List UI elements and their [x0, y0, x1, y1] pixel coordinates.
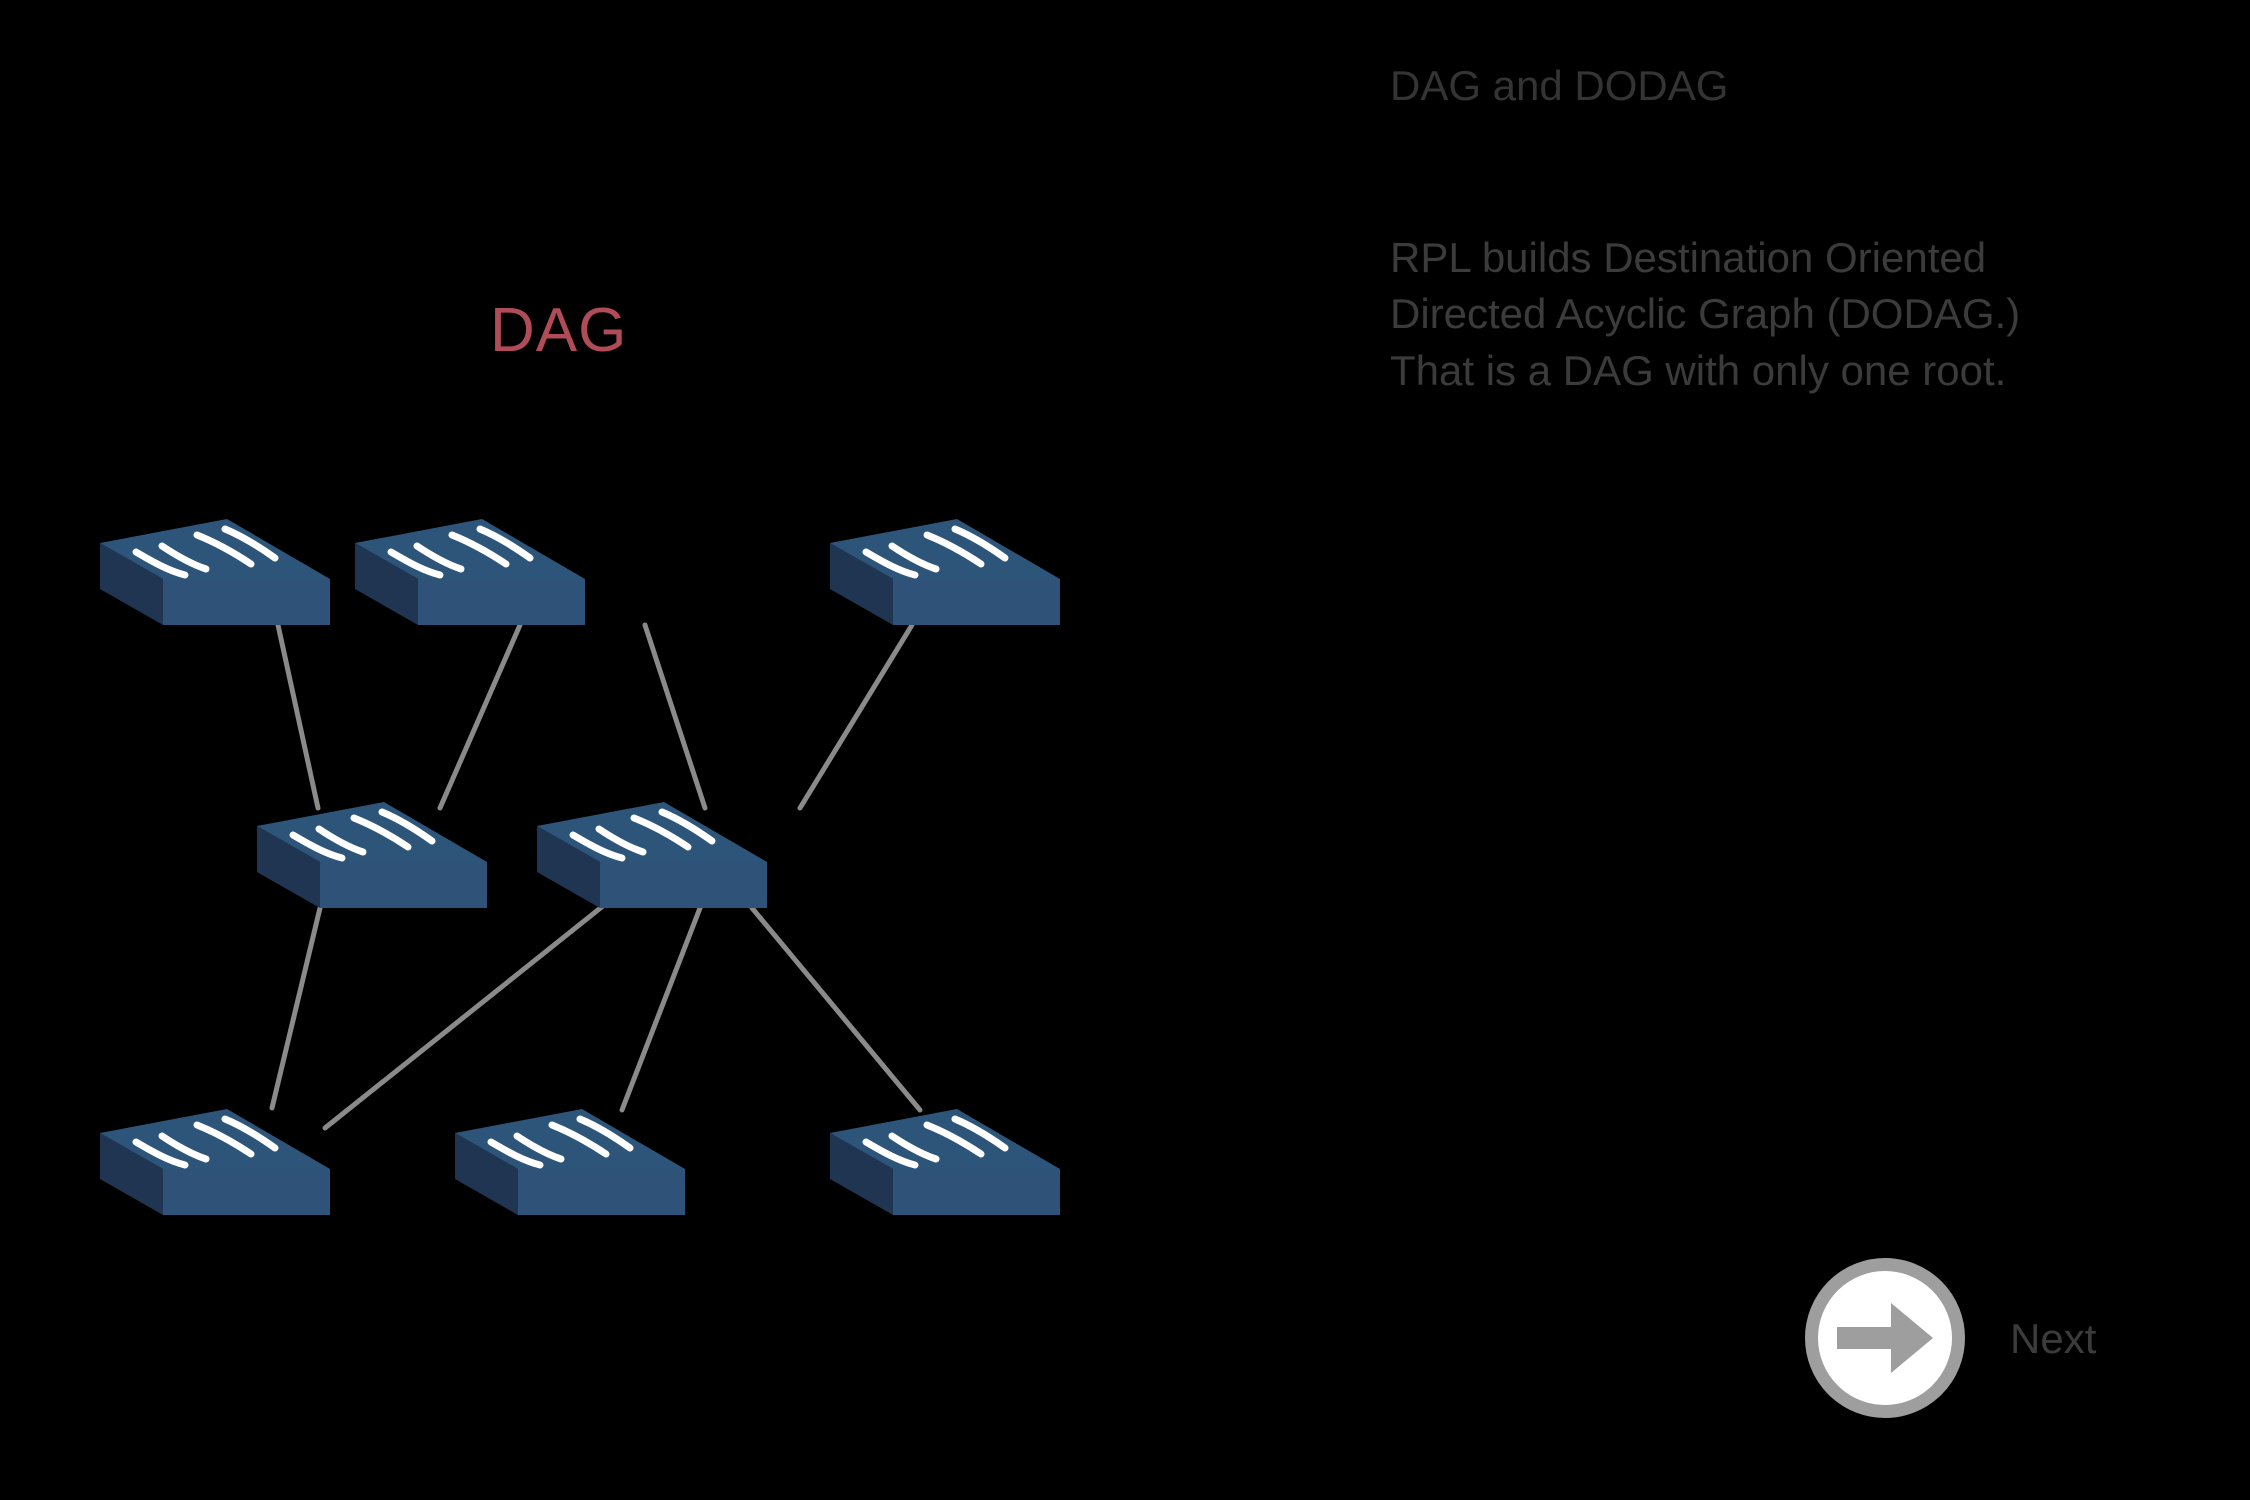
- node-bottom-left[interactable]: [100, 1109, 330, 1215]
- node-top-right[interactable]: [830, 519, 1060, 625]
- edge-n5-n7: [619, 905, 703, 1113]
- edge-n2-n4: [437, 622, 523, 811]
- edge-n2-n5: [642, 622, 708, 811]
- dag-diagram-panel: DAG: [0, 0, 1340, 1500]
- dag-graph: [0, 0, 1340, 1500]
- edge-n1-n4: [275, 622, 321, 811]
- edge-n3-n5: [797, 622, 915, 811]
- edge-n5-n8: [749, 905, 923, 1113]
- edge-n4-n6: [269, 905, 323, 1111]
- diagram-heading: DAG: [490, 296, 628, 365]
- body-line-2: Directed Acyclic Graph (DODAG.): [1390, 290, 2021, 338]
- node-bottom-center[interactable]: [455, 1109, 685, 1215]
- body-line-1: RPL builds Destination Oriented: [1390, 234, 1987, 281]
- node-layer: [100, 519, 1060, 1215]
- next-control[interactable]: Next: [1805, 1258, 2205, 1428]
- body-copy: RPL builds Destination Oriented Directed…: [1390, 230, 2210, 399]
- node-top-left[interactable]: [100, 519, 330, 625]
- next-label[interactable]: Next: [2010, 1315, 2097, 1362]
- edge-layer: [269, 622, 923, 1131]
- body-line-3: That is a DAG with only one root.: [1390, 346, 2007, 394]
- edge-n5-n6: [322, 883, 631, 1131]
- node-bottom-right[interactable]: [830, 1109, 1060, 1215]
- page-title: DAG and DODAG: [1390, 62, 1729, 109]
- node-mid-left[interactable]: [257, 802, 487, 908]
- node-mid-right[interactable]: [537, 802, 767, 908]
- next-button[interactable]: [1805, 1258, 1965, 1418]
- text-panel: DAG and DODAG RPL builds Destination Ori…: [1390, 0, 2250, 1500]
- node-top-center[interactable]: [355, 519, 585, 625]
- arrow-right-icon: [1837, 1303, 1933, 1373]
